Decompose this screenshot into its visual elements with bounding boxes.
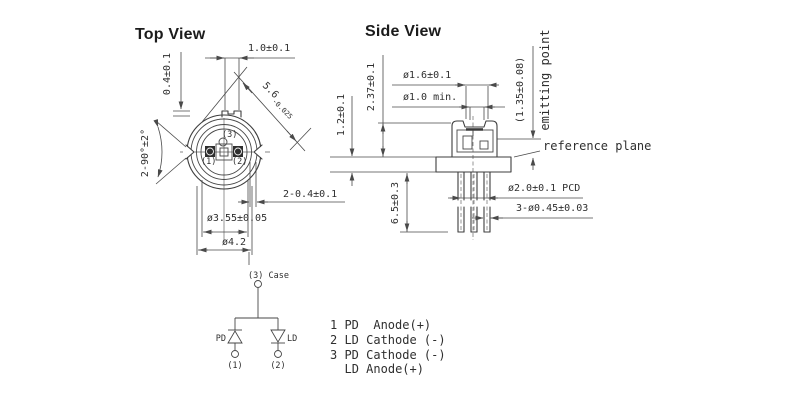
pin-schematic: (3) Case PD (1) LD (2) <box>216 252 297 371</box>
dim-stem-diameter: ø4.2 <box>222 237 246 248</box>
top-view-title: Top View <box>135 26 206 43</box>
internal-frame <box>456 129 494 153</box>
pin1-terminal <box>231 350 239 358</box>
top-pin1-label: (1) <box>201 157 216 167</box>
reference-plane-label: reference plane <box>543 139 651 153</box>
top-view-dimensions: 0.4±0.1 1.0±0.1 5.6 -0.025 2-90°±2° 2-0 <box>140 43 345 255</box>
pins <box>457 171 491 233</box>
pd-label: PD <box>216 334 226 344</box>
top-pin2-label: (2) <box>232 157 247 167</box>
monitor-pd <box>479 140 489 150</box>
schematic-pin1-label: (1) <box>227 361 242 371</box>
laser-chip <box>462 135 473 150</box>
side-view-body <box>435 116 512 240</box>
dim-flange-thickness: 1.2±0.1 <box>336 94 347 136</box>
cap-outline <box>451 120 498 158</box>
dim-aperture-diameter: ø1.0 min. <box>403 92 457 103</box>
pin-function-2: 2 LD Cathode (-) <box>330 333 446 347</box>
dim-emitting-height: (1.35±0.08) <box>515 57 526 123</box>
laser-diode-symbol <box>270 318 286 358</box>
chip-assembly <box>205 137 243 161</box>
dim-pin-diameter: 3-ø0.45±0.03 <box>516 203 588 214</box>
dim-window-diameter: ø1.6±0.1 <box>403 70 451 81</box>
case-terminal-label: (3) Case <box>248 271 289 281</box>
orientation-tab <box>221 110 242 118</box>
dim-notch-width: 2-0.4±0.1 <box>283 189 337 200</box>
pin-function-table: 1 PD Anode(+) 2 LD Cathode (-) 3 PD Cath… <box>330 318 446 376</box>
dim-pin-length: 6.5±0.3 <box>390 182 401 224</box>
pin2-terminal <box>274 350 282 358</box>
schematic-pin2-label: (2) <box>270 361 285 371</box>
side-view-dimensions: ø1.6±0.1 ø1.0 min. 2.37±0.1 1.2±0.1 6.5±… <box>330 29 651 233</box>
left-notch <box>185 144 195 160</box>
pin-function-4: LD Anode(+) <box>345 362 424 376</box>
pin-function-1: 1 PD Anode(+) <box>330 318 431 332</box>
pin3-post <box>218 137 228 147</box>
pin2-post <box>234 147 242 156</box>
dim-tab-width: 1.0±0.1 <box>248 43 290 54</box>
ld-label: LD <box>287 334 297 344</box>
dim-body-dia-tolerance: -0.025 <box>270 97 294 121</box>
pin-function-3: 3 PD Cathode (-) <box>330 348 446 362</box>
top-pin3-label: (3) <box>222 130 237 140</box>
side-view-title: Side View <box>365 23 442 40</box>
dim-pcd: ø2.0±0.1 PCD <box>508 183 580 194</box>
right-notch <box>253 144 263 160</box>
flange <box>435 156 512 173</box>
dim-body-diameter: 5.6 -0.025 <box>260 80 294 121</box>
dim-cap-height: 2.37±0.1 <box>366 63 377 111</box>
top-view-body: (3) (1) (2) <box>180 110 270 242</box>
dim-tab-height: 0.4±0.1 <box>162 53 173 95</box>
case-terminal <box>254 280 262 288</box>
emitting-point-label: emitting point <box>538 29 552 130</box>
pin1-post <box>206 147 214 156</box>
dim-notch-angle: 2-90°±2° <box>140 129 151 177</box>
dim-inner-diameter: ø3.55±0.05 <box>207 213 267 224</box>
photodiode-symbol <box>227 318 243 358</box>
